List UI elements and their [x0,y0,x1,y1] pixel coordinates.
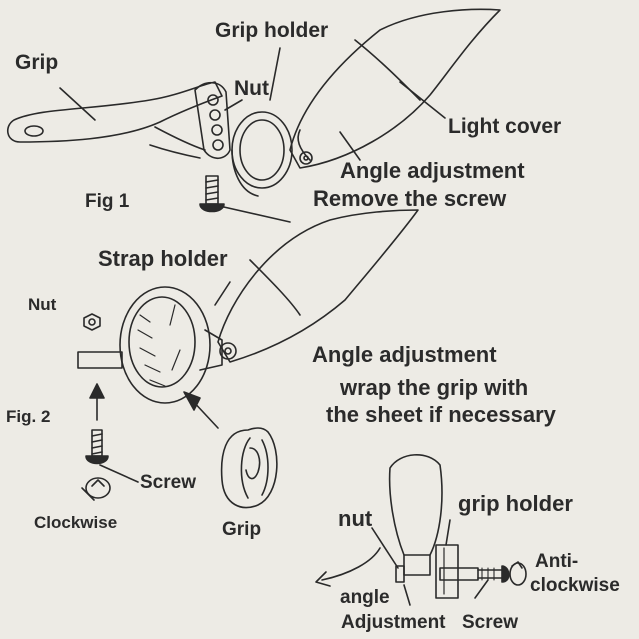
fig2-up-arrow [89,383,105,421]
fig2-instruction-line2: wrap the grip with [340,375,529,400]
fig1-grip-bar [7,81,223,143]
fig3-label-adjustment: Adjustment [341,612,446,633]
fig2-instruction-line1: Angle adjustment [312,342,497,367]
fig2-drawing [77,209,419,509]
fig1-drawing [7,8,501,223]
fig1-label-grip-holder: Grip holder [215,19,329,42]
fig2-diagonal-arrow [183,391,219,429]
fig1-label-nut: Nut [234,77,269,100]
fig3-label-grip-holder: grip holder [458,491,573,516]
fig2-caption: Fig. 2 [6,407,51,426]
fig2-tab [77,351,123,369]
fig1-strap-ring [231,111,293,189]
fig3-label-nut: nut [338,506,373,531]
fig3-label-angle: angle [340,587,390,608]
fig2-label-screw: Screw [140,472,196,493]
fig3-light-body [388,454,443,556]
fig1-label-light-cover: Light cover [448,115,562,138]
fig3-label-anti: Anti- [535,551,579,572]
fig2-label-strap-holder: Strap holder [98,246,228,271]
fig3-nut [395,565,405,583]
fig1-grip-hole [24,125,44,137]
fig2-label-nut: Nut [28,295,57,314]
fig2-light-arm [217,209,419,363]
fig3-drawing [315,454,527,606]
fig2-strap-holder [119,286,211,404]
fig1-label-grip: Grip [15,51,59,74]
fig1-label-angle-adjustment: Angle adjustment [340,158,525,183]
fig2-label-clockwise: Clockwise [34,513,118,532]
fig2-nut [83,313,101,331]
fig3-screw [501,565,510,583]
fig1-label-remove-screw: Remove the screw [313,186,507,211]
fig2-screw [85,429,109,465]
fig2-instruction-line3: the sheet if necessary [326,402,556,427]
fig1-light-arm [289,8,501,169]
fig2-label-grip: Grip [222,519,262,540]
fig2-grip-shell [220,427,278,509]
fig3-label-screw: Screw [462,612,518,633]
fig3-label-clockwise: clockwise [530,575,620,596]
clockwise-icon [81,477,111,501]
fig1-clamp-plate [194,81,231,160]
fig3-grip-holder [435,544,459,599]
fig1-caption: Fig 1 [85,191,130,212]
fig3-angle-arrow [321,547,381,581]
anti-clockwise-icon [509,561,527,586]
